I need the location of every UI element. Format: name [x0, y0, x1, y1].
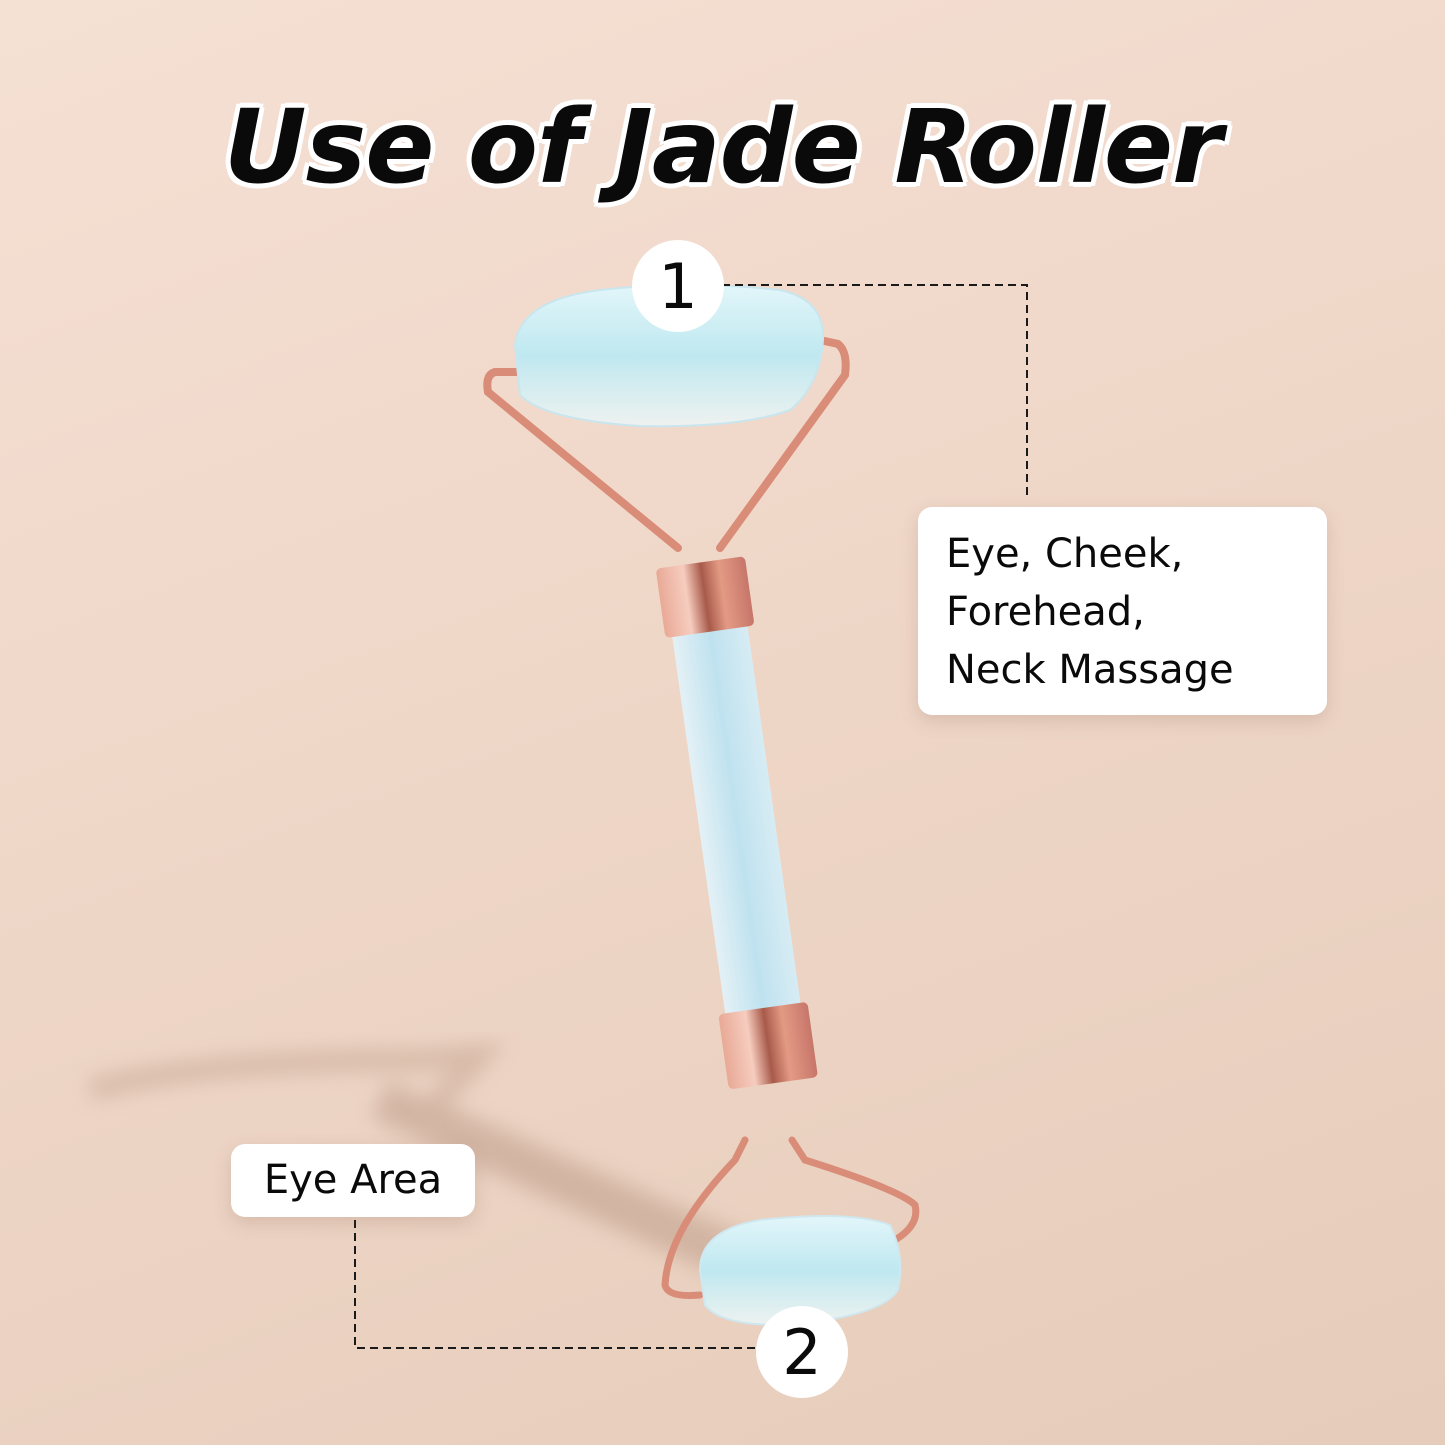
callout-label-eye-area: Eye Area: [231, 1144, 475, 1217]
handle: [668, 597, 804, 1043]
connector-line-1: [722, 284, 1028, 495]
large-stone: [513, 284, 825, 428]
connector-line-2: [354, 1220, 757, 1349]
callout-1-line-1: Eye, Cheek,: [946, 531, 1184, 577]
bottom-collar: [718, 1002, 818, 1089]
top-collar: [656, 556, 754, 638]
callout-number-2: 2: [756, 1306, 848, 1398]
callout-1-line-2: Forehead,: [946, 589, 1145, 635]
callout-1-line-3: Neck Massage: [946, 647, 1234, 693]
callout-label-face-massage: Eye, Cheek, Forehead, Neck Massage: [918, 507, 1327, 715]
bottom-frame-wire: [661, 1136, 749, 1299]
callout-number-1: 1: [632, 240, 724, 332]
page-title: Use of Jade Roller: [223, 88, 1223, 207]
top-frame-wire: [483, 368, 682, 552]
